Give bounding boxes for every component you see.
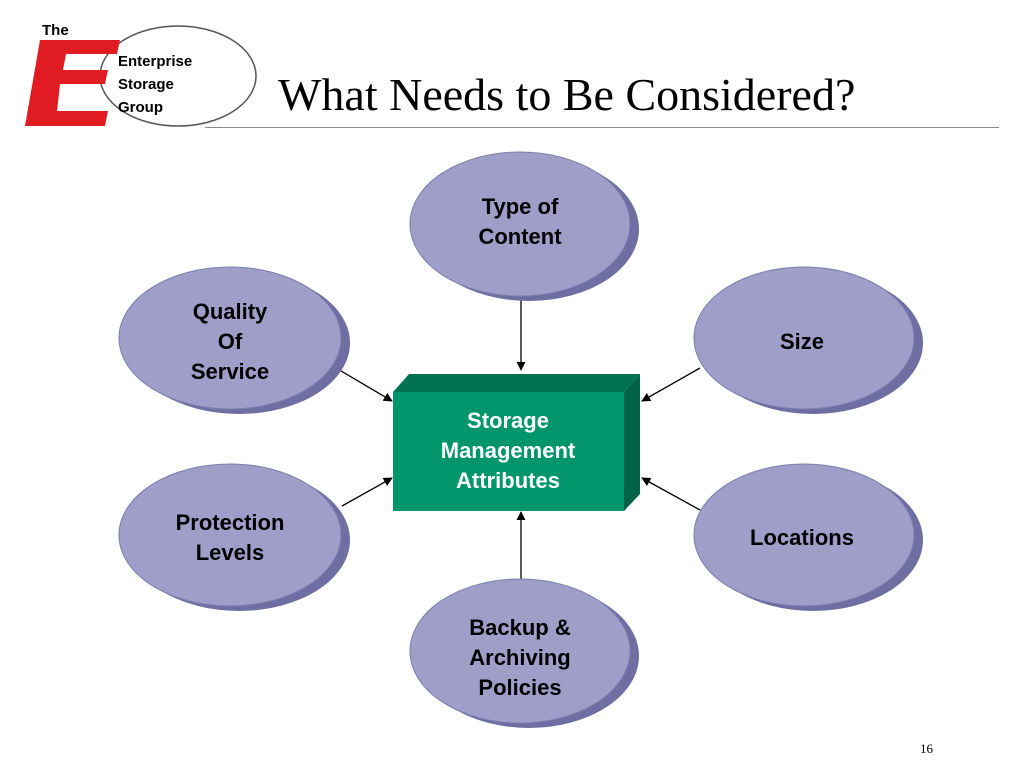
logo-enterprise-text: Enterprise xyxy=(118,53,193,70)
label-quality-of-service: Quality Of Service xyxy=(190,299,270,384)
node-protection-levels xyxy=(118,463,350,611)
node-locations xyxy=(693,463,923,611)
label-storage-management-attributes: Storage Management Attributes xyxy=(440,408,576,493)
label-type-of-content: Type of Content xyxy=(478,194,562,249)
slide-title: What Needs to Be Considered? xyxy=(278,69,856,120)
arrow-protection-levels xyxy=(341,477,393,507)
logo-e-letter xyxy=(25,40,120,126)
label-locations: Locations xyxy=(750,525,854,550)
node-backup-archiving xyxy=(409,578,639,728)
label-protection-levels: Protection Levels xyxy=(175,510,285,565)
center-box-top xyxy=(393,374,640,392)
title-divider xyxy=(205,127,999,128)
node-quality-of-service xyxy=(118,266,350,414)
arrow-locations xyxy=(641,477,701,511)
center-box-front xyxy=(393,392,624,511)
label-backup-archiving: Backup & Archiving Policies xyxy=(469,615,571,700)
node-type-of-content xyxy=(409,151,639,301)
logo-group-text: Group xyxy=(118,99,163,116)
label-size: Size xyxy=(779,329,825,354)
center-box xyxy=(393,374,640,511)
page-number: 16 xyxy=(920,741,933,756)
company-logo: The Enterprise Storage Group xyxy=(0,0,270,135)
logo-graphic xyxy=(25,25,257,127)
arrow-size xyxy=(641,367,701,402)
arrow-quality-of-service xyxy=(335,367,393,402)
center-box-side xyxy=(624,374,640,511)
node-size xyxy=(693,266,923,414)
logo-storage-text: Storage xyxy=(118,76,174,93)
logo-the-text: The xyxy=(42,22,69,39)
